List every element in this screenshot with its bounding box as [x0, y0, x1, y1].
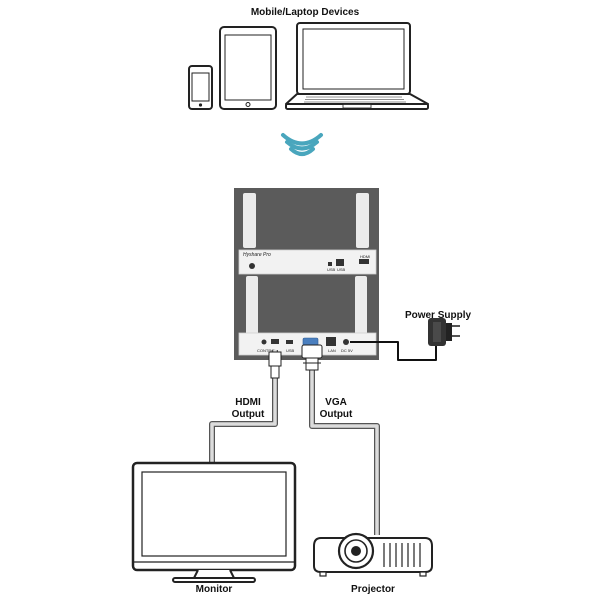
power-cable	[350, 341, 437, 361]
projector-icon	[313, 532, 433, 577]
lan-port-icon	[326, 337, 336, 346]
tablet-icon	[219, 26, 277, 110]
hyshare-device	[234, 188, 379, 360]
hdmi-out-port-icon	[271, 339, 279, 344]
power-button-icon	[249, 263, 255, 269]
laptop-icon	[285, 22, 429, 110]
device-front-face	[238, 249, 377, 275]
control-port-icon	[261, 339, 267, 345]
vga-cable	[301, 344, 380, 535]
front-hdmi-label: HDMI	[360, 254, 370, 259]
usb-port-icon	[286, 340, 293, 344]
rear-dc-label: DC 5V	[341, 348, 353, 353]
rear-lan-label: LAN	[328, 348, 336, 353]
front-usb-label: USB	[327, 267, 336, 272]
wifi-signal-icon	[281, 133, 323, 156]
front-usb2-label: USB	[337, 267, 346, 272]
dc-port-icon	[343, 339, 349, 345]
smartphone-icon	[188, 65, 213, 110]
vga-connector-icon	[301, 344, 323, 359]
rear-usb-label: USB	[286, 348, 295, 353]
vga-output-line2: Output	[319, 409, 353, 420]
monitor-icon	[131, 461, 297, 583]
hdmi-connector-icon	[268, 351, 282, 367]
devices-title: Mobile/Laptop Devices	[250, 7, 360, 18]
antenna-bottom-right	[355, 276, 367, 338]
antenna-bottom-left	[246, 276, 258, 338]
device-brand-label: Hyshare Pro	[243, 252, 271, 258]
power-supply-label: Power Supply	[404, 310, 472, 321]
antenna-top-right	[356, 193, 369, 248]
monitor-label: Monitor	[195, 584, 233, 595]
rear-control-label: CONTROL	[257, 348, 277, 353]
hdmi-cable	[209, 350, 282, 465]
vga-output-line1: VGA	[325, 397, 347, 408]
antenna-top-left	[243, 193, 256, 248]
hdmi-output-line1: HDMI	[235, 397, 261, 408]
hdmi-output-line2: Output	[231, 409, 265, 420]
projector-label: Projector	[351, 584, 395, 595]
vga-output-label: VGA Output	[314, 397, 358, 421]
hdmi-output-label: HDMI Output	[226, 397, 270, 421]
power-adapter-icon	[428, 318, 460, 346]
